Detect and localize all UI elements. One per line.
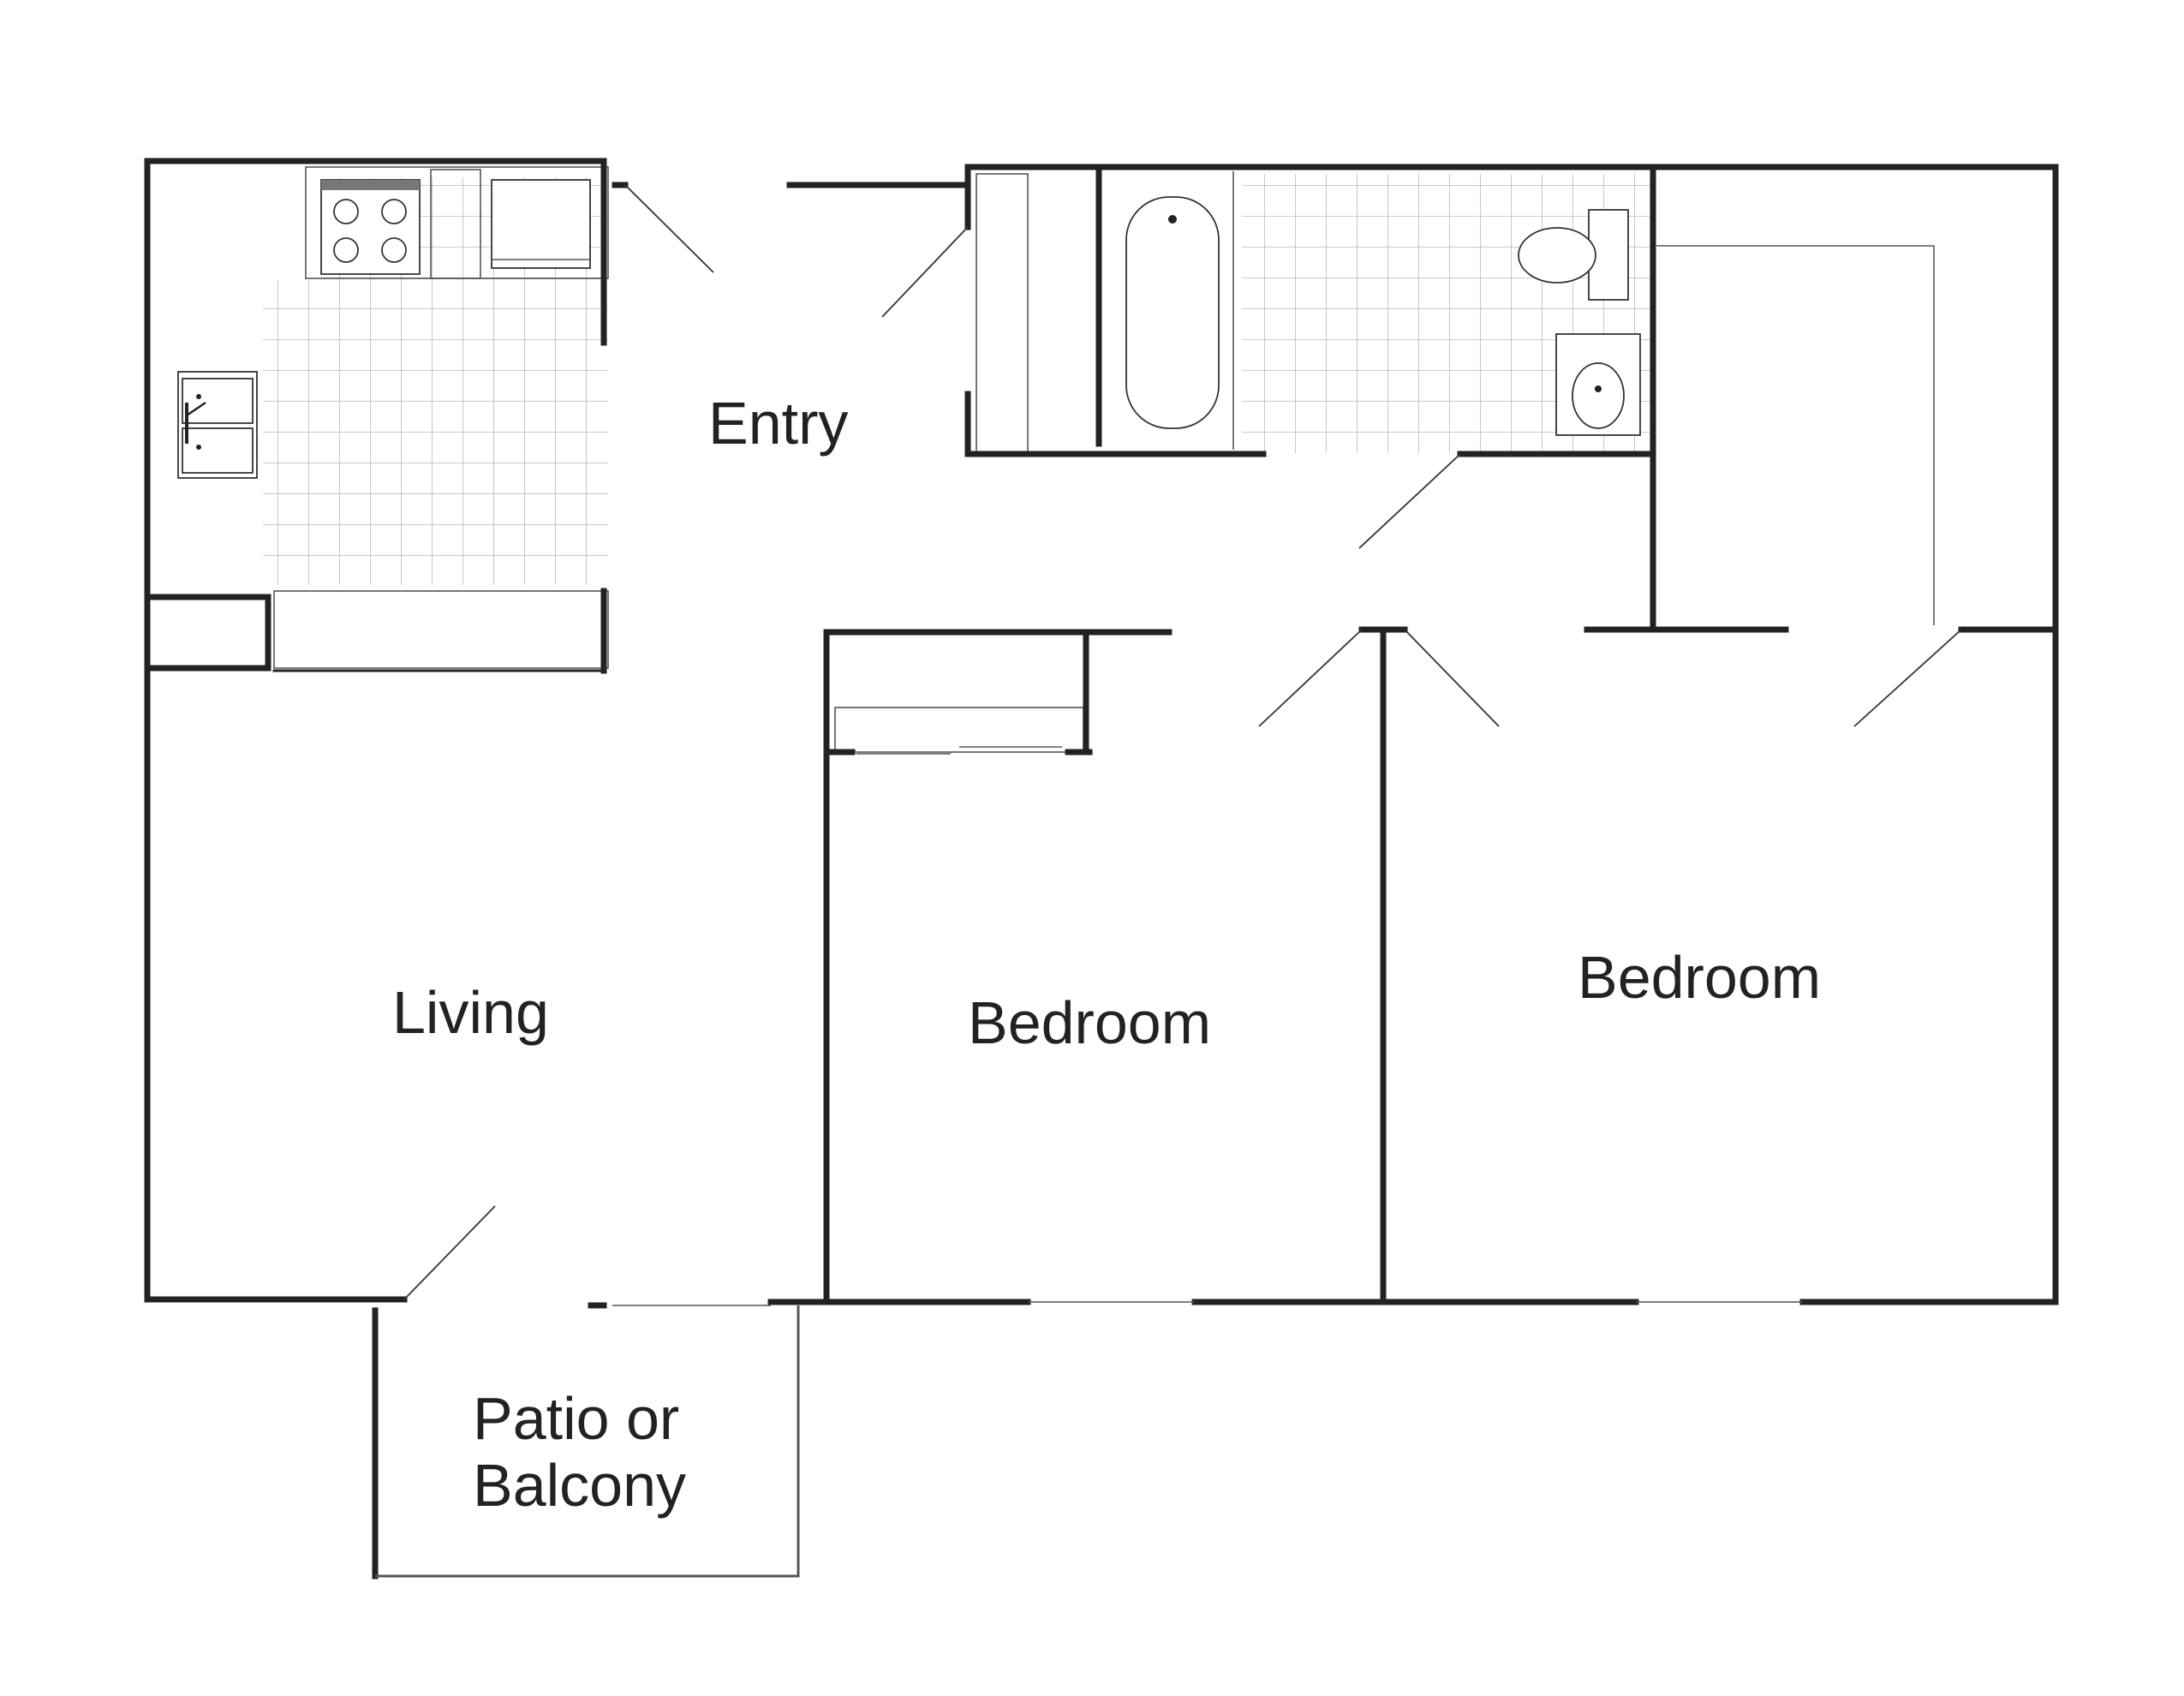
entry-door-swing [624, 184, 714, 273]
faucet-icon [186, 401, 206, 417]
bedroom-2-closet [1656, 245, 1935, 625]
room-label-entry: Entry [708, 390, 848, 457]
burner-icon [381, 237, 407, 263]
room-label-patio-line-1: Patio or [473, 1385, 679, 1452]
walls [144, 158, 2059, 1580]
bathroom-fixtures [976, 171, 1641, 454]
hall-closet-door-swing [881, 226, 969, 318]
closet-door-swing [1853, 629, 1962, 727]
patio-door-swing [403, 1205, 496, 1300]
bedroom-1-door-swing [1258, 629, 1363, 727]
refrigerator [491, 179, 591, 269]
stove [320, 179, 421, 275]
room-label-patio-line-2: Balcony [473, 1452, 686, 1519]
bedroom-2-door-swing [1404, 629, 1500, 727]
bath-door-swing [1358, 453, 1461, 549]
sink-basin [182, 378, 254, 424]
room-label-living: Living [392, 979, 549, 1046]
dishwasher [430, 169, 481, 279]
drain-icon [196, 445, 201, 450]
kitchen-fixtures [177, 166, 609, 669]
burner-icon [333, 199, 359, 224]
bedroom-1-closet [834, 707, 1084, 753]
door-swings [403, 184, 1962, 1300]
drain-icon [196, 394, 201, 399]
kitchen-base-counter [273, 590, 609, 669]
vanity-sink-basin [1572, 362, 1625, 429]
room-label-bedroom-2: Bedroom [1578, 944, 1821, 1011]
bathtub [1125, 196, 1220, 429]
sink-basin [182, 427, 254, 474]
kitchen-tile-floor [263, 280, 608, 585]
burner-icon [333, 237, 359, 263]
room-label-bedroom-1: Bedroom [968, 989, 1211, 1056]
toilet-bowl [1518, 227, 1596, 284]
tub-drain-icon [1168, 215, 1177, 224]
linen-closet-shelf [976, 173, 1029, 454]
burner-icon [381, 199, 407, 224]
stove-backsplash [321, 180, 420, 190]
vanity-drain-icon [1595, 385, 1602, 392]
